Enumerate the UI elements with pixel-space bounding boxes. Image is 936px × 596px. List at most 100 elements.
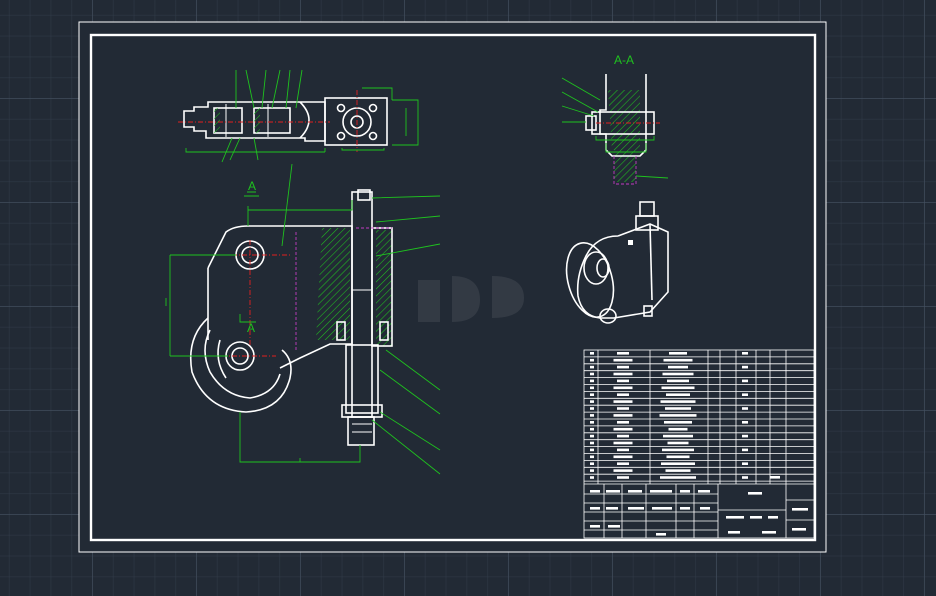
table-cell-mark xyxy=(617,393,629,396)
table-cell-mark xyxy=(590,421,594,424)
section-mark-top: A xyxy=(248,179,256,193)
table-cell-mark xyxy=(700,507,710,510)
table-cell-mark xyxy=(742,365,748,369)
table-cell-mark xyxy=(590,434,594,438)
title-block xyxy=(583,349,815,539)
table-cell-mark xyxy=(742,421,748,424)
table-cell-mark xyxy=(590,507,600,510)
table-cell-mark xyxy=(606,490,620,493)
table-cell-mark xyxy=(613,386,633,390)
table-cell-mark xyxy=(617,476,629,479)
table-cell-mark xyxy=(742,462,748,465)
table-cell-mark xyxy=(698,490,710,493)
isometric-view xyxy=(565,201,669,324)
table-cell-mark xyxy=(661,462,695,465)
table-cell-mark xyxy=(770,476,780,479)
table-cell-mark xyxy=(768,516,778,519)
table-cell-mark xyxy=(650,490,672,493)
table-cell-mark xyxy=(613,427,633,431)
table-cell-mark xyxy=(665,469,691,472)
table-cell-mark xyxy=(613,455,633,459)
table-cell-mark xyxy=(726,516,744,519)
table-cell-mark xyxy=(742,379,748,383)
table-cell-mark xyxy=(590,352,594,355)
table-cell-mark xyxy=(667,379,689,383)
table-cell-mark xyxy=(606,507,618,510)
table-cell-mark xyxy=(590,414,594,417)
table-cell-mark xyxy=(750,516,762,519)
table-cell-mark xyxy=(742,476,748,479)
table-cell-mark xyxy=(590,386,594,390)
table-cell-mark xyxy=(663,434,693,438)
table-cell-mark xyxy=(668,427,688,431)
watermark xyxy=(418,276,524,322)
table-cell-mark xyxy=(590,427,594,431)
section-title: A-A xyxy=(614,53,634,67)
table-cell-mark xyxy=(680,490,690,493)
table-cell-mark xyxy=(665,407,691,410)
table-cell-mark xyxy=(608,525,620,528)
table-cell-mark xyxy=(742,352,748,355)
table-cell-mark xyxy=(613,358,633,362)
table-cell-mark xyxy=(590,490,600,493)
front-view: A A xyxy=(165,163,441,475)
table-cell-mark xyxy=(617,365,629,369)
table-cell-mark xyxy=(667,441,689,445)
table-cell-mark xyxy=(617,407,629,410)
table-cell-mark xyxy=(617,352,629,355)
table-cell-mark xyxy=(590,476,594,479)
sheet-background xyxy=(79,22,826,552)
table-cell-mark xyxy=(617,448,629,452)
table-cell-mark xyxy=(613,372,633,376)
table-cell-mark xyxy=(660,400,696,403)
table-cell-mark xyxy=(748,492,762,495)
table-cell-mark xyxy=(613,414,633,417)
table-cell-mark xyxy=(666,393,690,396)
table-cell-mark xyxy=(659,414,697,417)
table-cell-mark xyxy=(590,525,600,528)
table-cell-mark xyxy=(617,462,629,465)
table-cell-mark xyxy=(669,352,687,355)
table-cell-mark xyxy=(617,421,629,424)
table-cell-mark xyxy=(663,358,693,362)
table-cell-mark xyxy=(590,469,594,472)
top-view xyxy=(178,69,419,163)
sheet-outer-border xyxy=(78,21,827,553)
table-cell-mark xyxy=(590,358,594,362)
table-cell-mark xyxy=(662,448,694,452)
table-cell-mark xyxy=(742,434,748,438)
table-cell-mark xyxy=(590,448,594,452)
table-cell-mark xyxy=(613,400,633,403)
table-cell-mark xyxy=(617,434,629,438)
table-cell-mark xyxy=(762,531,776,534)
table-cell-mark xyxy=(728,531,740,534)
table-cell-mark xyxy=(590,455,594,459)
table-cell-mark xyxy=(792,508,808,511)
table-cell-mark xyxy=(590,393,594,396)
section-mark-bottom: A xyxy=(247,321,255,335)
table-cell-mark xyxy=(590,407,594,410)
table-cell-mark xyxy=(613,441,633,445)
table-cell-mark xyxy=(792,528,806,531)
table-cell-mark xyxy=(628,490,642,493)
table-cell-mark xyxy=(662,372,694,376)
table-cell-mark xyxy=(680,507,690,510)
table-cell-mark xyxy=(666,455,690,459)
table-cell-mark xyxy=(590,372,594,376)
table-cell-mark xyxy=(668,365,688,369)
table-cell-mark xyxy=(617,379,629,383)
table-cell-mark xyxy=(590,365,594,369)
table-cell-mark xyxy=(656,533,666,536)
table-cell-mark xyxy=(590,379,594,383)
table-cell-mark xyxy=(660,476,696,479)
table-cell-mark xyxy=(628,507,644,510)
table-cell-mark xyxy=(742,407,748,410)
table-cell-mark xyxy=(661,386,695,390)
table-cell-mark xyxy=(590,441,594,445)
table-cell-mark xyxy=(590,400,594,403)
table-cell-mark xyxy=(742,393,748,396)
table-cell-mark xyxy=(590,462,594,465)
section-view-a-a: A-A xyxy=(561,53,669,185)
